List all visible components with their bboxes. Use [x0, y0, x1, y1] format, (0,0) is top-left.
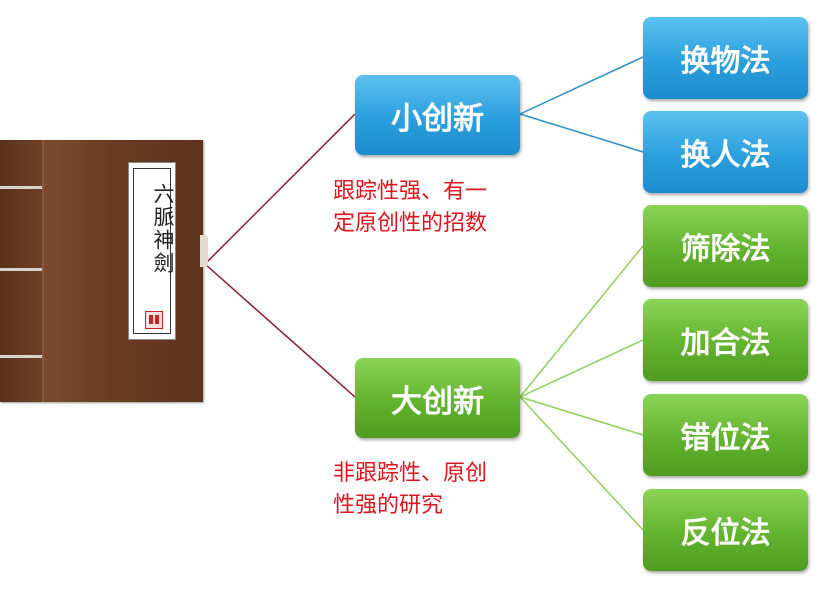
book-stitch — [0, 268, 42, 271]
connector-big-method-3 — [519, 396, 644, 436]
method-swap-object-label: 换物法 — [680, 44, 771, 79]
small-innovation-note-line-1: 跟踪性强、有一 — [333, 179, 488, 204]
method-combine-box: 加合法 — [643, 299, 808, 381]
connector-small-method-2 — [519, 113, 644, 153]
book-stitch — [0, 355, 42, 358]
book-stitch — [0, 186, 42, 189]
connector-big-method-4 — [519, 396, 644, 531]
red-seal-stamp — [145, 311, 163, 329]
method-swap-person-box: 换人法 — [643, 111, 808, 193]
martial-manual-book: 六脈神劍 — [0, 140, 208, 402]
connector-big-method-2 — [519, 339, 644, 398]
method-swap-person-label: 换人法 — [680, 138, 771, 173]
book-label-frame — [133, 168, 171, 334]
connector-root-small — [204, 113, 356, 265]
big-innovation-label: 大创新 — [391, 383, 484, 420]
method-reverse-label: 反位法 — [680, 516, 771, 551]
method-reverse-box: 反位法 — [643, 489, 808, 571]
small-innovation-box: 小创新 — [355, 75, 520, 155]
big-innovation-note: 非跟踪性、原创 性强的研究 — [333, 458, 487, 522]
book-title: 六脈神劍 — [151, 183, 175, 275]
small-innovation-note: 跟踪性强、有一 定原创性的招数 — [333, 176, 487, 240]
book-title-label: 六脈神劍 — [128, 162, 176, 340]
book-spine — [0, 140, 44, 402]
book-tab — [200, 235, 208, 267]
method-filter-box: 筛除法 — [643, 205, 808, 287]
big-innovation-box: 大创新 — [355, 358, 520, 438]
method-filter-label: 筛除法 — [680, 232, 771, 267]
connector-small-method-1 — [519, 56, 644, 115]
method-combine-label: 加合法 — [680, 326, 771, 361]
big-innovation-note-line-1: 非跟踪性、原创 — [333, 461, 488, 486]
connector-big-method-1 — [519, 245, 644, 398]
method-misplace-label: 错位法 — [680, 421, 771, 456]
big-innovation-note-line-2: 性强的研究 — [333, 493, 444, 518]
small-innovation-note-line-2: 定原创性的招数 — [333, 211, 488, 236]
connector-root-big — [204, 263, 356, 398]
method-swap-object-box: 换物法 — [643, 17, 808, 99]
small-innovation-label: 小创新 — [391, 100, 484, 137]
method-misplace-box: 错位法 — [643, 394, 808, 476]
